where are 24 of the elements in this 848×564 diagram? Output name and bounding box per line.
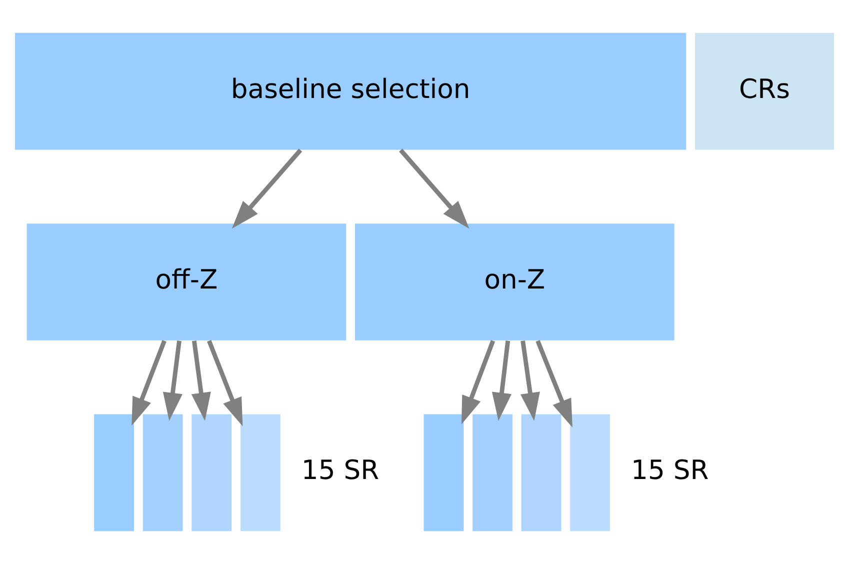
arrow <box>131 340 166 426</box>
node-box <box>472 414 512 532</box>
node-box <box>240 414 280 532</box>
node-box <box>570 414 610 532</box>
arrow <box>162 340 182 421</box>
node-box <box>423 414 464 532</box>
arrow <box>535 340 572 428</box>
arrow <box>231 148 302 229</box>
node-box: CRs <box>694 32 834 150</box>
arrow <box>206 340 242 426</box>
arrow <box>491 340 512 421</box>
arrow <box>398 148 469 229</box>
arrow <box>190 340 210 421</box>
arrow <box>460 340 495 424</box>
node-label: 15 SR <box>630 455 708 486</box>
node-box: off-Z <box>26 224 346 340</box>
arrow <box>520 340 540 421</box>
node-box <box>142 414 182 532</box>
node-box: baseline selection <box>14 32 686 150</box>
node-box <box>191 414 232 532</box>
node-box: on-Z <box>354 224 674 340</box>
node-label: 15 SR <box>300 455 379 486</box>
node-box <box>520 414 561 532</box>
node-box <box>94 414 134 532</box>
